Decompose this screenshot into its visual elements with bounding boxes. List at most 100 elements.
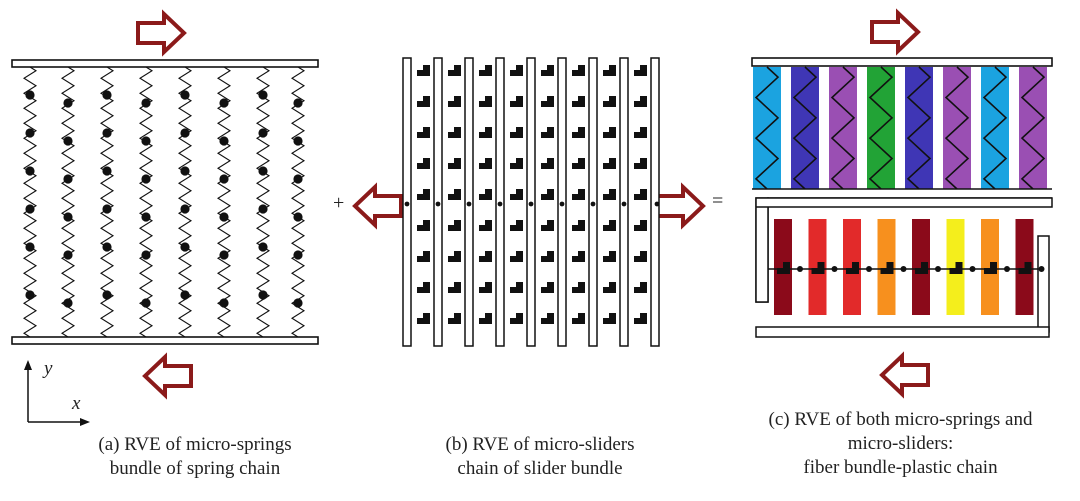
micro-slider: [510, 282, 523, 293]
equals-operator: =: [712, 190, 724, 212]
micro-slider: [777, 262, 790, 274]
chain-node: [258, 204, 268, 214]
micro-slider: [634, 282, 647, 293]
chain-node: [102, 290, 112, 300]
micro-slider: [448, 127, 461, 138]
chain-node: [1038, 266, 1045, 272]
micro-slider: [510, 127, 523, 138]
micro-slider: [479, 189, 492, 200]
fiber-spring: [792, 66, 818, 190]
force-arrow-right-c: [870, 8, 921, 56]
micro-slider: [541, 189, 554, 200]
micro-slider: [417, 220, 430, 231]
fiber-spring: [754, 66, 780, 190]
micro-slider: [915, 262, 928, 274]
chain-node: [969, 266, 976, 272]
micro-slider: [448, 96, 461, 107]
chain-node: [219, 136, 229, 146]
chain-node: [219, 174, 229, 184]
micro-slider: [417, 282, 430, 293]
micro-slider: [603, 189, 616, 200]
chain-node: [180, 242, 190, 252]
micro-slider: [846, 262, 859, 274]
chain-node: [25, 242, 35, 252]
plus-operator: +: [333, 192, 345, 214]
chain-node: [180, 128, 190, 138]
force-arrow-left-b: [352, 182, 403, 230]
micro-slider: [479, 96, 492, 107]
chain-node: [141, 250, 151, 260]
micro-slider: [572, 127, 585, 138]
micro-slider: [448, 189, 461, 200]
upper-frame: [755, 197, 1052, 303]
micro-slider: [572, 65, 585, 76]
micro-slider: [634, 96, 647, 107]
micro-slider: [448, 282, 461, 293]
y-axis-label: y: [44, 358, 53, 379]
chain-node: [293, 174, 303, 184]
micro-slider: [603, 158, 616, 169]
micro-slider: [984, 262, 997, 274]
chain-node: [102, 242, 112, 252]
force-arrow-right-b: [655, 182, 706, 230]
spring-chain: [216, 66, 232, 338]
chain-node: [466, 201, 472, 207]
micro-slider: [479, 251, 492, 262]
chain-node: [559, 201, 565, 207]
micro-slider: [603, 220, 616, 231]
micro-slider: [479, 220, 492, 231]
micro-slider: [510, 65, 523, 76]
right-frame-bar: [1037, 235, 1050, 333]
micro-slider: [634, 65, 647, 76]
micro-slider: [448, 65, 461, 76]
caption-c-line1: (c) RVE of both micro-springs and: [768, 409, 1033, 430]
chain-node: [219, 298, 229, 308]
micro-slider: [603, 251, 616, 262]
micro-slider: [634, 189, 647, 200]
fiber-spring: [982, 66, 1008, 190]
chain-node: [654, 201, 660, 207]
micro-slider: [541, 65, 554, 76]
micro-slider: [541, 96, 554, 107]
micro-slider: [448, 313, 461, 324]
micro-slider: [448, 220, 461, 231]
chain-node: [63, 98, 73, 108]
chain-node: [180, 166, 190, 176]
fiber-spring: [944, 66, 970, 190]
micro-slider: [880, 262, 894, 274]
chain-node: [497, 201, 503, 207]
caption-c: (c) RVE of both micro-springs and micro-…: [728, 408, 1073, 480]
micro-slider: [417, 127, 430, 138]
micro-slider: [572, 189, 585, 200]
chain-node: [219, 212, 229, 222]
chain-node: [1004, 266, 1010, 272]
micro-slider: [479, 158, 492, 169]
top-plate-c: [751, 57, 1053, 67]
chain-node: [293, 250, 303, 260]
chain-node: [102, 90, 112, 100]
caption-c-line3: fiber bundle-plastic chain: [803, 457, 998, 478]
chain-node: [258, 242, 268, 252]
micro-slider: [541, 158, 554, 169]
caption-b-line1: (b) RVE of micro-sliders: [445, 434, 635, 455]
chain-node: [102, 166, 112, 176]
chain-node: [180, 290, 190, 300]
chain-node: [797, 266, 803, 272]
force-arrow-left-a: [142, 352, 193, 400]
chain-node: [102, 128, 112, 138]
micro-slider: [603, 313, 616, 324]
chain-node: [293, 136, 303, 146]
chain-node: [219, 98, 229, 108]
micro-slider: [634, 313, 647, 324]
micro-slider: [603, 127, 616, 138]
chain-node: [63, 212, 73, 222]
micro-slider: [572, 313, 585, 324]
caption-c-line2: micro-sliders:: [847, 433, 954, 454]
micro-slider: [510, 313, 523, 324]
micro-slider: [572, 282, 585, 293]
micro-slider: [448, 158, 461, 169]
micro-slider: [479, 65, 492, 76]
micro-slider: [572, 251, 585, 262]
